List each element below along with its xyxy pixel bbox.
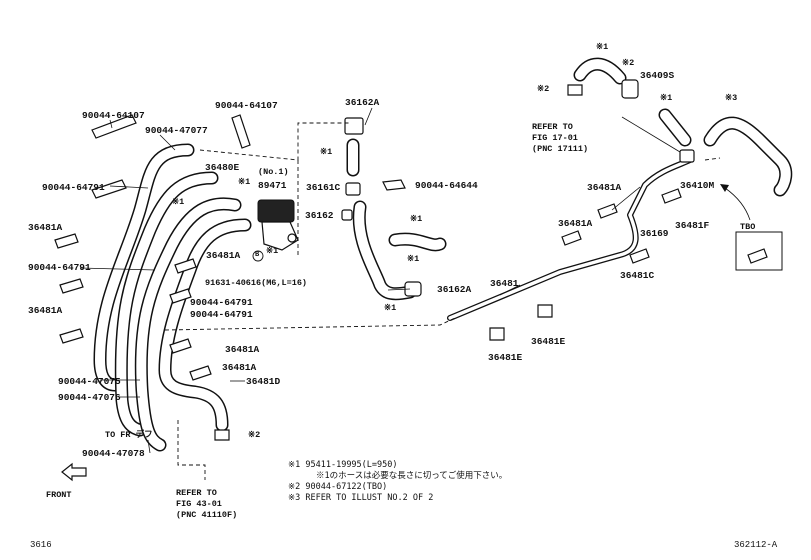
refer-43-line2: FIG 43-01 <box>176 499 222 509</box>
label-90044-64107-left: 90044-64107 <box>82 110 145 121</box>
label-front: FRONT <box>46 490 72 500</box>
label-36481A-g: 36481A <box>558 218 593 229</box>
mark-asterisk-1c: ※1 <box>320 147 333 157</box>
circle-b-marker <box>252 250 264 262</box>
label-90044-64107-top: 90044-64107 <box>215 100 278 111</box>
front-arrow-icon <box>61 462 87 482</box>
label-90044-64791-d: 90044-64791 <box>190 309 253 320</box>
label-36161C: 36161C <box>306 182 341 193</box>
notes-block: ※1 95411-19995(L=950) ※1のホースは必要な長さに切ってご使… <box>288 460 507 504</box>
label-36169: 36169 <box>640 228 669 239</box>
refer-fig-17-01: REFER TO FIG 17-01 (PNC 17111) <box>532 122 588 155</box>
mark-asterisk-2a: ※2 <box>622 58 635 68</box>
dashed-callouts <box>164 122 721 480</box>
label-36481C: 36481C <box>620 270 655 281</box>
refer-17-line1: REFER TO <box>532 122 573 132</box>
label-90044-47077: 90044-47077 <box>145 125 208 136</box>
main-pipe <box>447 57 793 341</box>
refer-17-line3: (PNC 17111) <box>532 144 589 154</box>
footer-left-code: 3616 <box>30 540 52 550</box>
note-3-mark: ※2 <box>288 482 301 492</box>
mark-asterisk-3: ※3 <box>725 93 738 103</box>
label-90044-47078: 90044-47078 <box>82 448 145 459</box>
label-90044-64791-c: 90044-64791 <box>190 297 253 308</box>
vsv-assembly <box>257 117 447 301</box>
label-36481E-b: 36481E <box>531 336 566 347</box>
label-36481A-a: 36481A <box>28 222 63 233</box>
label-to-fr-diff: TO FR デフ <box>105 430 153 440</box>
label-36481A-c: 36481A <box>206 250 241 261</box>
mark-asterisk-1h: ※1 <box>384 303 397 313</box>
label-89471: 89471 <box>258 180 287 191</box>
mark-asterisk-1a: ※1 <box>596 42 609 52</box>
label-90044-47075: 90044-47075 <box>58 376 121 387</box>
note-1-mark: ※1 <box>288 460 301 470</box>
note-3-text: 90044-67122(TBO) <box>305 482 388 492</box>
label-36481: 36481 <box>490 278 519 289</box>
marker-b-letter: B <box>255 251 260 259</box>
clip-bars <box>54 114 251 441</box>
label-90044-64791-b: 90044-64791 <box>28 262 91 273</box>
mark-asterisk-1i: ※1 <box>266 246 279 256</box>
label-tbo: TBO <box>740 222 756 232</box>
label-90044-64644: 90044-64644 <box>415 180 478 191</box>
note-1-text: 95411-19995(L=950) <box>305 460 398 470</box>
mark-asterisk-1b: ※1 <box>660 93 673 103</box>
label-no1: (No.1) <box>258 167 289 177</box>
label-36162A-top: 36162A <box>345 97 380 108</box>
footer-right-code: 362112-A <box>734 540 778 550</box>
mark-asterisk-2b: ※2 <box>248 430 261 440</box>
label-36481D: 36481D <box>246 376 281 387</box>
refer-43-line3: (PNC 41110F) <box>176 510 238 520</box>
label-36410M: 36410M <box>680 180 715 191</box>
mark-asterisk-1f: ※1 <box>410 214 423 224</box>
note-4: ※3 REFER TO ILLUST NO.2 OF 2 <box>288 493 507 504</box>
label-36409S: 36409S <box>640 70 675 81</box>
label-36481E-a: 36481E <box>488 352 523 363</box>
note-2-text: ※1のホースは必要な長さに切ってご使用下さい。 <box>316 471 508 481</box>
mark-asterisk-2c: ※2 <box>537 84 550 94</box>
note-4-text: REFER TO ILLUST NO.2 OF 2 <box>305 493 434 503</box>
label-36481A-e: 36481A <box>222 362 257 373</box>
mark-asterisk-1e: ※1 <box>172 197 185 207</box>
label-90044-64791-a: 90044-64791 <box>42 182 105 193</box>
note-2: ※1のホースは必要な長さに切ってご使用下さい。 <box>288 471 507 482</box>
label-90044-47076: 90044-47076 <box>58 392 121 403</box>
left-hose-bundle <box>93 143 252 452</box>
label-36481F: 36481F <box>675 220 710 231</box>
mark-asterisk-1d: ※1 <box>238 177 251 187</box>
label-91631-40616: 91631-40616(M6,L=16) <box>205 278 308 288</box>
mark-asterisk-1g: ※1 <box>407 254 420 264</box>
label-36481A-d: 36481A <box>225 344 260 355</box>
note-3: ※2 90044-67122(TBO) <box>288 482 507 493</box>
note-4-mark: ※3 <box>288 493 301 503</box>
label-36480E: 36480E <box>205 162 240 173</box>
leader-lines <box>79 107 681 454</box>
refer-17-line2: FIG 17-01 <box>532 133 578 143</box>
refer-43-line1: REFER TO <box>176 488 217 498</box>
label-36162: 36162 <box>305 210 334 221</box>
note-1: ※1 95411-19995(L=950) <box>288 460 507 471</box>
label-36162A-bottom: 36162A <box>437 284 472 295</box>
label-36481A-b: 36481A <box>28 305 63 316</box>
refer-fig-43-01: REFER TO FIG 43-01 (PNC 41110F) <box>176 488 237 521</box>
label-36481A-f: 36481A <box>587 182 622 193</box>
